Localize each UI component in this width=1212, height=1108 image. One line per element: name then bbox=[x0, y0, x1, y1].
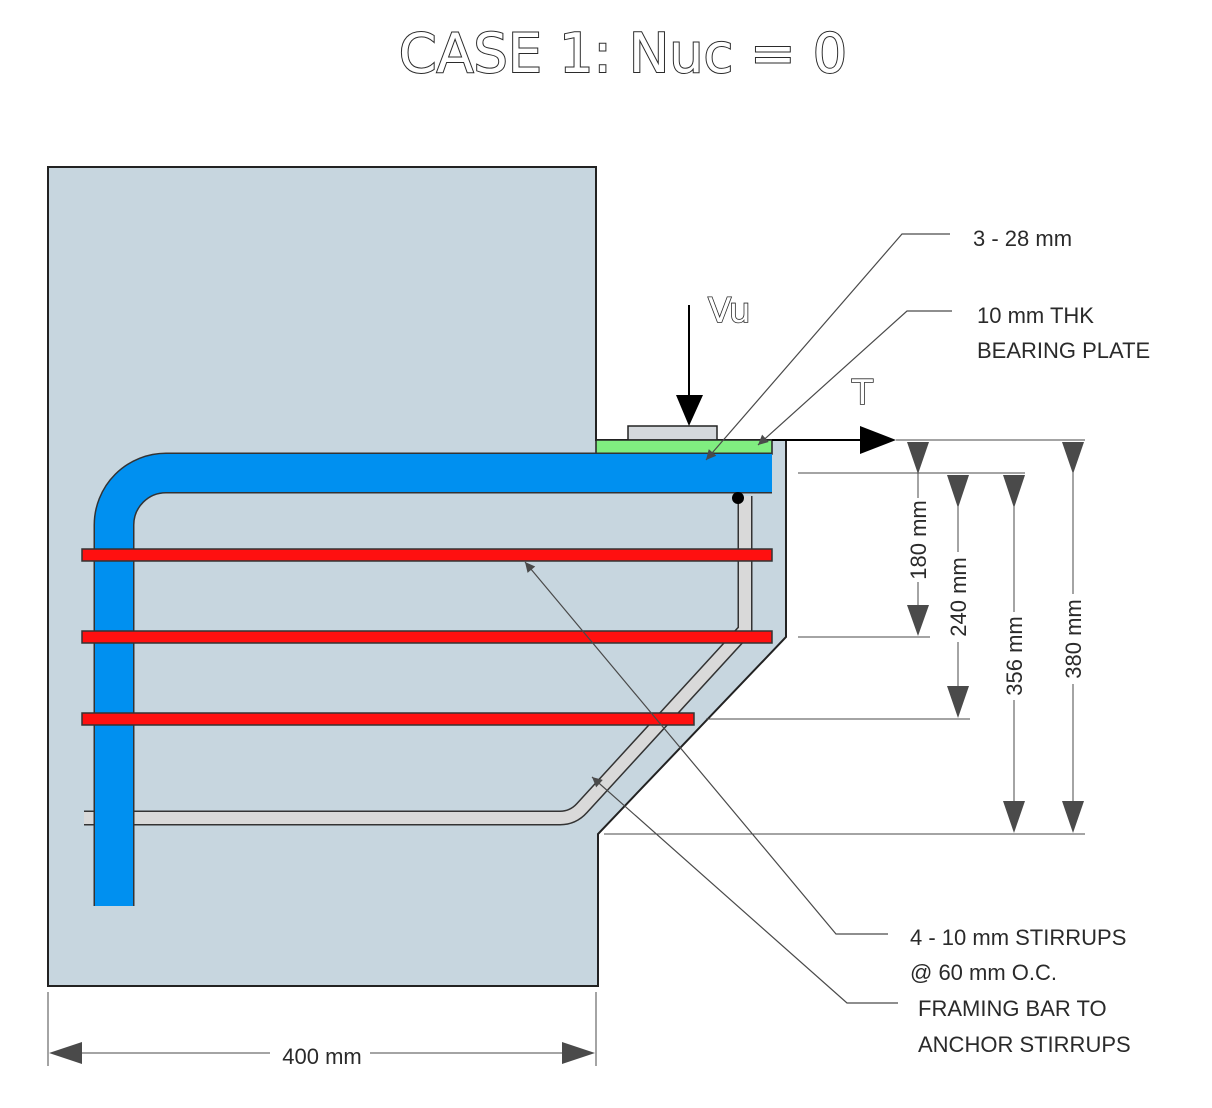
t-arrow-icon bbox=[860, 426, 896, 454]
t-label: T bbox=[851, 373, 873, 413]
bearing-plate bbox=[595, 439, 773, 455]
leader-bearing-plate bbox=[757, 310, 952, 446]
vu-label: Vu bbox=[708, 291, 751, 331]
load-pad bbox=[627, 425, 718, 441]
vu-arrow-icon bbox=[676, 395, 703, 426]
leader-main-bars bbox=[705, 233, 950, 461]
callout-main-bars: 3 - 28 mm bbox=[973, 226, 1072, 251]
stirrup-3 bbox=[81, 712, 695, 726]
callout-stirrups-line1: 4 - 10 mm STIRRUPS bbox=[910, 925, 1126, 950]
dim-180: 180 mm bbox=[906, 500, 931, 579]
callout-framing-line1: FRAMING BAR TO bbox=[918, 996, 1107, 1021]
dim-380: 380 mm bbox=[1061, 599, 1086, 678]
dim-240: 240 mm bbox=[946, 557, 971, 636]
dim-400: 400 mm bbox=[282, 1044, 361, 1069]
leader-framing-bar bbox=[591, 776, 898, 1004]
callout-plate-line1: 10 mm THK bbox=[977, 303, 1094, 328]
callout-framing-line2: ANCHOR STIRRUPS bbox=[918, 1032, 1131, 1057]
stirrup-2 bbox=[81, 630, 773, 644]
dim-356: 356 mm bbox=[1002, 616, 1027, 695]
leader-stirrups bbox=[524, 561, 888, 935]
stirrup-1 bbox=[81, 548, 773, 562]
column-concrete bbox=[47, 166, 787, 987]
callout-stirrups-line2: @ 60 mm O.C. bbox=[910, 960, 1057, 985]
diagram-title: CASE 1: Nuc = 0 bbox=[399, 22, 847, 85]
anchor-dot bbox=[732, 492, 744, 504]
callout-plate-line2: BEARING PLATE bbox=[977, 338, 1150, 363]
